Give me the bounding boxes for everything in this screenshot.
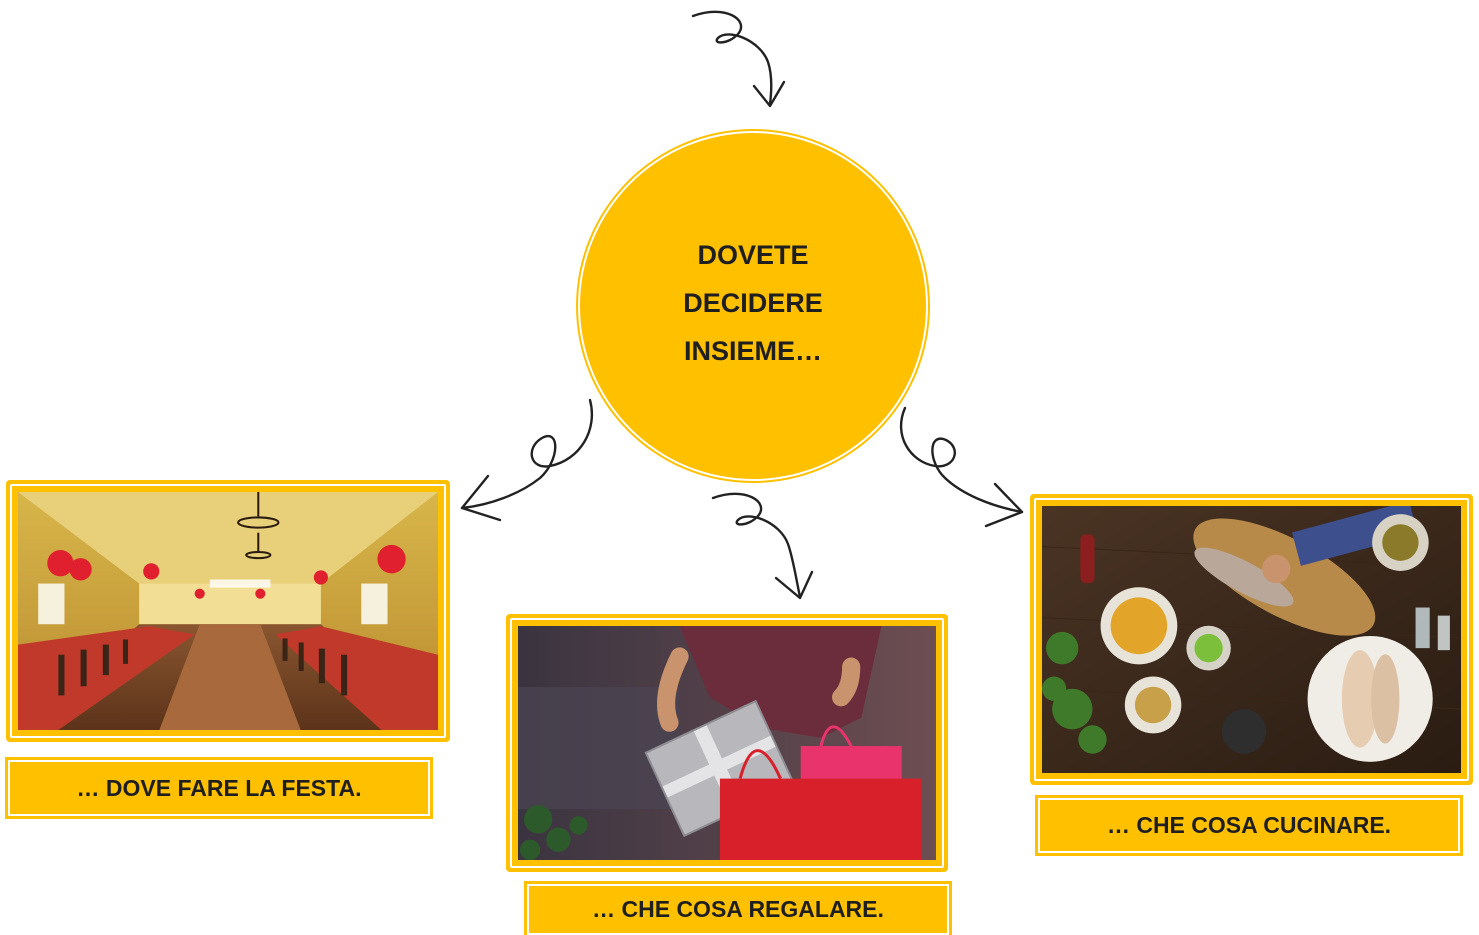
left-curly-arrow [460, 398, 593, 522]
photo-frame-venue [6, 480, 450, 742]
hub-text: DOVETE DECIDERE INSIEME… [683, 240, 823, 366]
middle-curly-arrow [711, 492, 814, 600]
photo-frame-gift [506, 614, 948, 872]
caption-cooking-text: … CHE COSA CUCINARE. [1106, 812, 1392, 838]
central-decision-circle: DOVETE DECIDERE INSIEME… [580, 133, 926, 479]
right-curly-arrow [899, 406, 1024, 528]
caption-gift-text: … CHE COSA REGALARE. [592, 896, 884, 922]
caption-cooking: … CHE COSA CUCINARE. [1035, 795, 1463, 856]
cooking-table-photo [1042, 506, 1461, 773]
photo-frame-cooking [1030, 494, 1473, 785]
caption-gift: … CHE COSA REGALARE. [524, 881, 952, 935]
caption-venue: … DOVE FARE LA FESTA. [5, 757, 433, 819]
top-curly-arrow [691, 10, 786, 108]
party-hall-photo [18, 492, 438, 730]
gift-bags-photo [518, 626, 936, 860]
caption-venue-text: … DOVE FARE LA FESTA. [76, 774, 362, 801]
